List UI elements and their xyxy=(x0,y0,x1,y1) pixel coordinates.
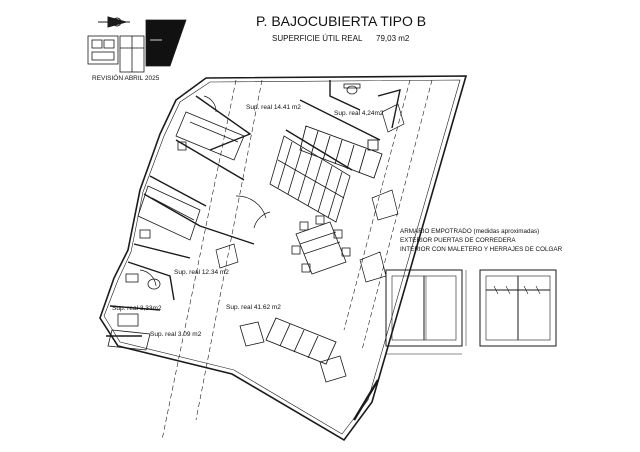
roof-slope-lines xyxy=(161,79,433,441)
room-area-label: Sup. real 3,33m2 xyxy=(112,305,162,312)
room-area-label: Sup. real 4,24m2 xyxy=(334,110,384,117)
dining-table xyxy=(291,215,351,275)
wardrobe-elevation-interior xyxy=(479,269,557,347)
room-area-label: Sup. real 14.41 m2 xyxy=(246,104,301,111)
shower-tray xyxy=(107,329,151,351)
staircase xyxy=(269,135,351,223)
page-title: P. BAJOCUBIERTA TIPO B xyxy=(256,13,427,29)
sofa xyxy=(265,317,337,365)
room-area-label: Sup. real 12.34 m2 xyxy=(174,269,229,276)
wardrobe-elevation-exterior xyxy=(385,269,467,355)
wardrobe-note-line2: EXTERIOR PUERTAS DE CORREDERA xyxy=(400,237,516,244)
bathroom-fixtures xyxy=(117,83,361,327)
key-plan-thumbnail xyxy=(87,19,187,73)
apartment-outline xyxy=(99,75,468,442)
armchair xyxy=(239,321,347,383)
room-area-label: Sup. real 3.09 m2 xyxy=(150,331,202,338)
bed-left xyxy=(137,185,201,241)
door-swings xyxy=(139,95,271,287)
wardrobe-note-line3: INTERIOR CON MALETERO Y HERRAJES DE COLG… xyxy=(400,246,563,253)
balcony-edge xyxy=(352,379,380,421)
kitchen-counter xyxy=(299,125,383,179)
bed-top xyxy=(175,111,245,161)
room-area-label: Sup. real 41.62 m2 xyxy=(226,304,281,311)
wardrobe-note-line1: ARMARIO EMPOTRADO (medidas aproximadas) xyxy=(400,228,540,235)
interior-walls xyxy=(106,80,401,337)
revision-label: REVISIÓN ABRIL 2025 xyxy=(92,75,160,82)
north-arrow-icon xyxy=(98,16,130,28)
surface-value: 79,03 m2 xyxy=(376,34,410,43)
surface-label: SUPERFICIE ÚTIL REAL xyxy=(272,34,363,43)
